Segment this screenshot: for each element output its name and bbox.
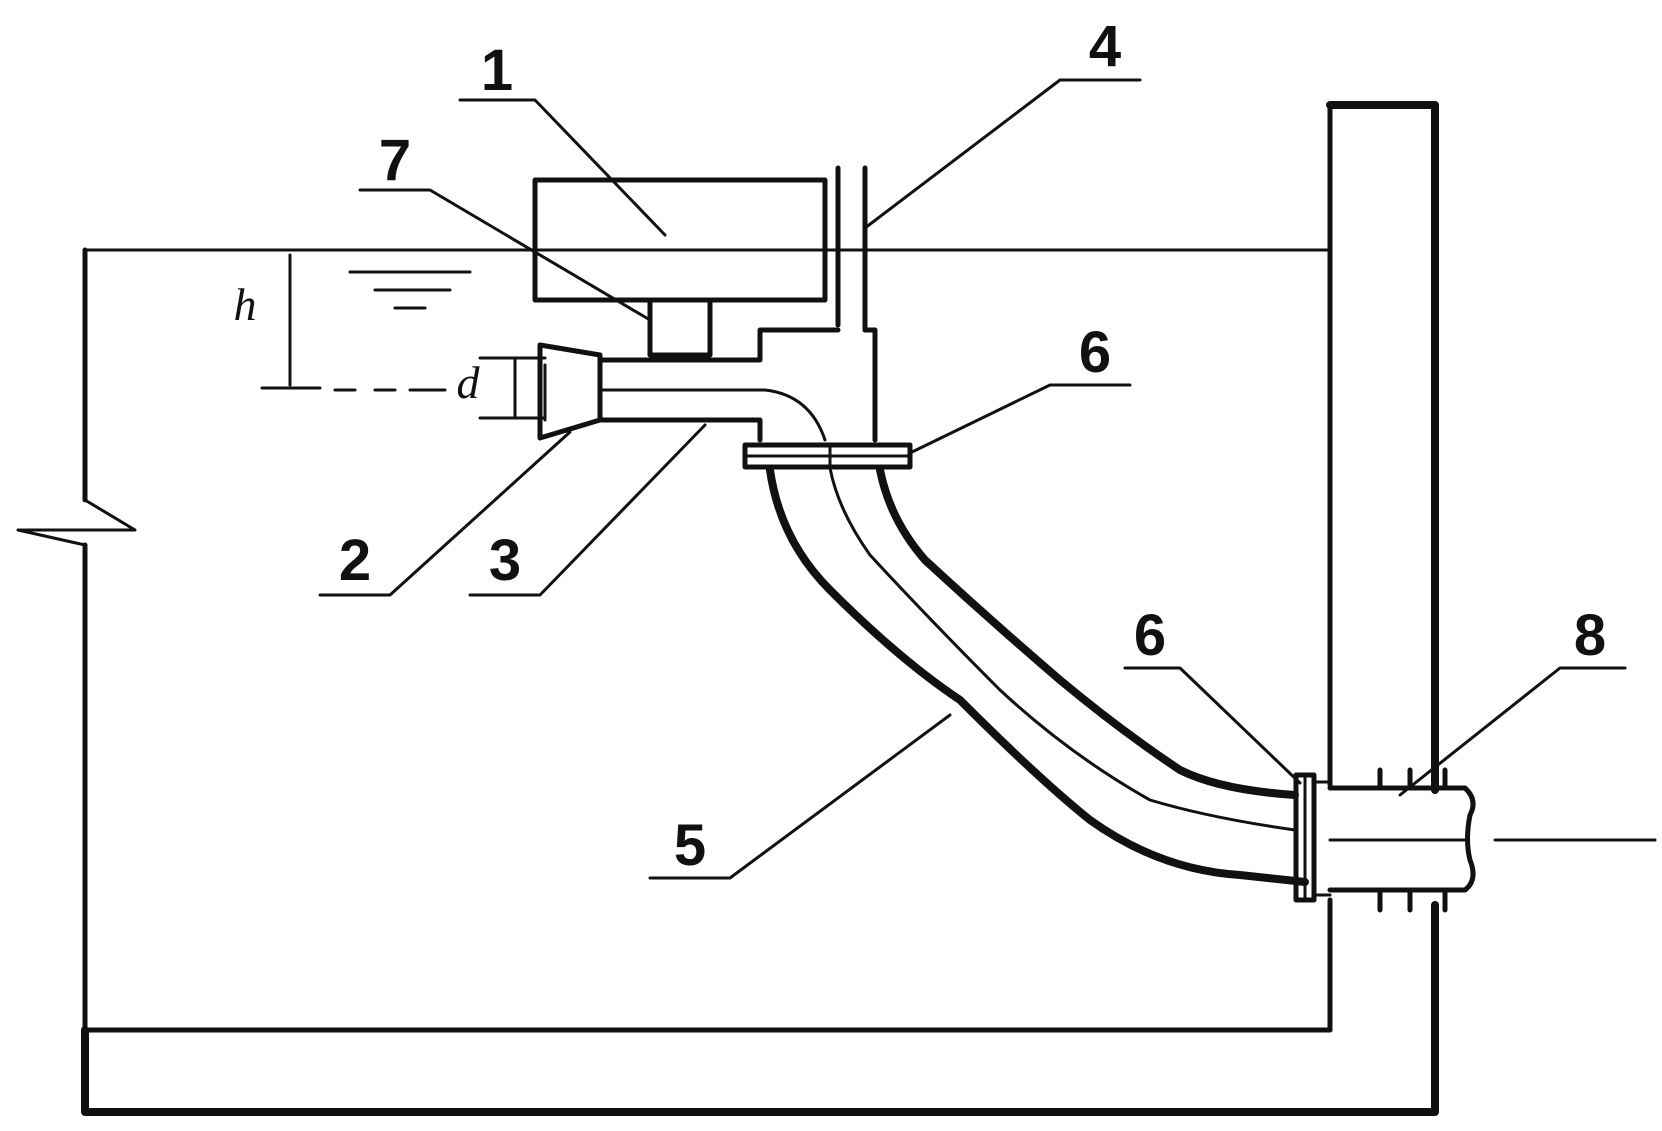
tank-right-wall [1326,101,1439,794]
depth-label: h [234,279,257,330]
leader-1 [458,98,667,237]
leader-4 [863,78,1142,230]
callout-1: 1 [481,38,513,103]
float-body [532,177,828,303]
callout-8: 8 [1574,603,1606,668]
vent-pipe [835,165,868,333]
callout-7: 7 [379,128,411,193]
tank-floor-outer [81,901,1439,1116]
leader-2 [318,430,572,597]
callout-6a: 6 [1079,320,1111,385]
leader-8 [1398,666,1627,797]
callout-labels: 1 2 3 4 5 6 6 7 8 [339,14,1606,878]
leader-lines [318,78,1627,880]
callout-6b: 6 [1134,603,1166,668]
callout-3: 3 [489,528,521,593]
callout-5: 5 [674,813,706,878]
leader-6a [908,383,1132,455]
diameter-dimension: d [457,356,547,420]
water-level-symbol [348,270,472,310]
outlet-pipe [1327,767,1657,913]
tank-floor-inner [82,967,1333,1033]
suction-head [537,342,603,441]
callout-4: 4 [1089,14,1121,79]
diameter-label: d [457,357,481,408]
intake-assembly [537,327,878,443]
leader-5 [648,713,952,880]
break-line [16,498,137,547]
flexible-hose [766,466,1309,886]
tank-structure [16,101,1439,1116]
float-support [647,297,713,358]
lower-flange [1293,772,1332,903]
leader-3 [468,423,707,597]
leader-6b [1123,666,1302,785]
intake-pipe [597,327,841,443]
callout-2: 2 [339,528,371,593]
leader-7 [358,188,652,322]
depth-dimension: h [234,253,447,392]
upper-flange [742,442,913,470]
